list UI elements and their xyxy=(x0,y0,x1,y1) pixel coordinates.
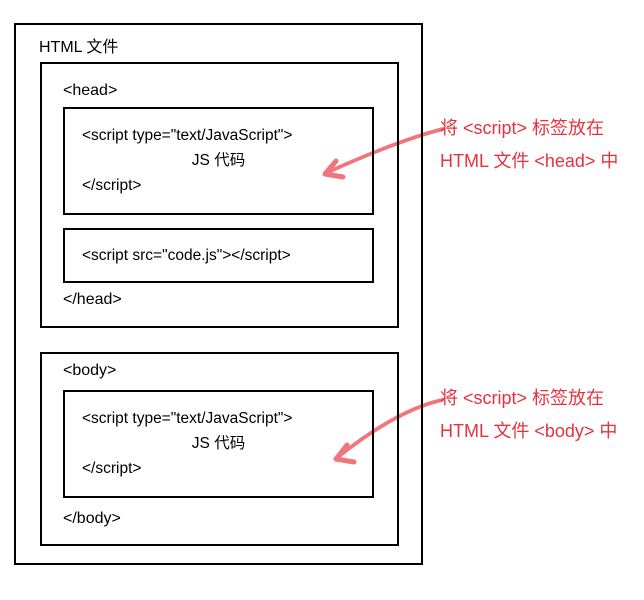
body-open-tag: <body> xyxy=(63,362,117,379)
script-src-line: <script src="code.js"></script> xyxy=(82,247,291,264)
head-open-tag: <head> xyxy=(63,82,118,99)
body-section-box: <body> <script type="text/JavaScript"> J… xyxy=(40,352,399,546)
body-annotation-line1: 将 <script> 标签放在 xyxy=(440,388,605,408)
script-code-line: JS 代码 xyxy=(191,152,246,169)
head-external-script-box: <script src="code.js"></script> xyxy=(63,228,374,283)
head-close-tag: </head> xyxy=(63,291,122,308)
html-file-label: HTML 文件 xyxy=(39,39,119,56)
script-close-line: </script> xyxy=(82,177,142,194)
script-close-line: </script> xyxy=(82,460,142,477)
head-inline-script-box: <script type="text/JavaScript"> JS 代码 </… xyxy=(63,107,374,215)
script-open-line: <script type="text/JavaScript"> xyxy=(82,127,293,144)
head-annotation: 将 <script> 标签放在 HTML 文件 <head> 中 xyxy=(440,112,618,178)
script-code-line: JS 代码 xyxy=(191,435,246,452)
body-close-tag: </body> xyxy=(63,510,121,527)
head-annotation-line1: 将 <script> 标签放在 xyxy=(440,118,605,138)
body-inline-script-box: <script type="text/JavaScript"> JS 代码 </… xyxy=(63,390,374,498)
head-section-box: <head> <script type="text/JavaScript"> J… xyxy=(40,62,399,328)
head-annotation-line2: HTML 文件 <head> 中 xyxy=(440,151,619,171)
html-file-box: HTML 文件 <head> <script type="text/JavaSc… xyxy=(14,23,423,565)
body-annotation-line2: HTML 文件 <body> 中 xyxy=(440,421,618,441)
body-annotation: 将 <script> 标签放在 HTML 文件 <body> 中 xyxy=(440,382,617,448)
script-open-line: <script type="text/JavaScript"> xyxy=(82,410,293,427)
